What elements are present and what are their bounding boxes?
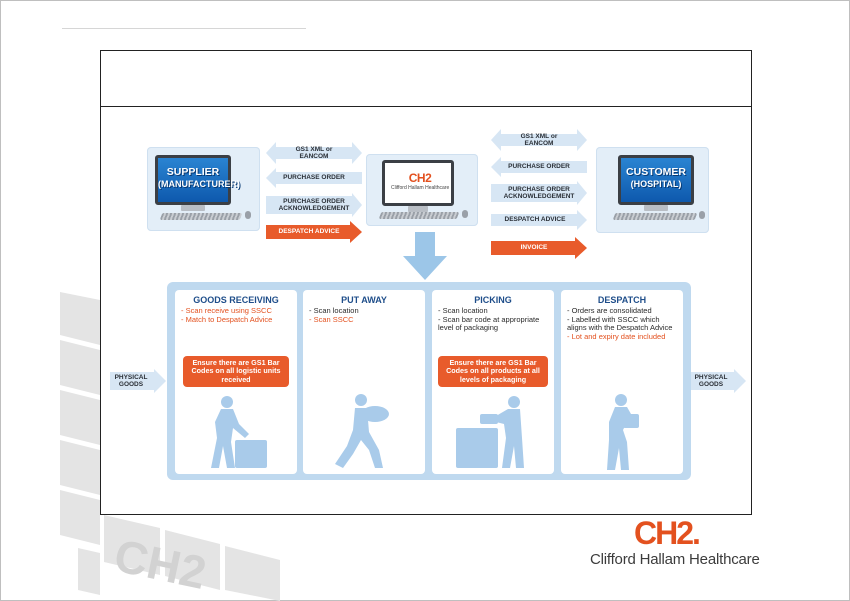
customer-monitor: CUSTOMER (HOSPITAL) [618,155,694,205]
worker-lifting-box-icon [211,396,267,468]
stage-bullet: - Match to Despatch Advice [181,314,273,324]
right-message-invoice: INVOICE [491,237,587,259]
brand-name: Clifford Hallam Healthcare [590,551,760,568]
left-message-despatch-advice: DESPATCH ADVICE [266,221,362,243]
supplier-mouse-icon [245,211,251,219]
ch2-keyboard-icon [378,212,460,219]
left-message-despatch-advice-text: DESPATCH ADVICE [278,228,340,236]
customer-keyboard-icon [612,213,698,220]
ch2-logo-mark: CH2 [408,171,432,185]
customer-stand [644,205,668,211]
left-message-gs1-text: GS1 XML or EANCOM [295,145,333,161]
stage-goods-receiving: GOODS RECEIVING - Scan receive using SSC… [175,290,297,474]
supplier-keyboard-icon [159,213,243,220]
left-message-gs1: GS1 XML or EANCOM [266,140,362,166]
stage-goods-receiving-callout: Ensure there are GS1 Bar Codes on all lo… [183,356,289,387]
stage-bullet: - Scan receive using SSCC [181,306,272,315]
left-message-purchase-order: PURCHASE ORDER [266,168,362,188]
customer-card: CUSTOMER (HOSPITAL) [596,147,709,233]
customer-mouse-icon [699,211,705,219]
top-rule [62,28,306,29]
ch2-logo-sub: Clifford Hallam Healthcare [391,185,450,191]
customer-label: CUSTOMER (HOSPITAL) [621,166,691,190]
physical-goods-in: PHYSICAL GOODS [110,369,166,393]
stage-bullet: - Scan SSCC [309,314,354,324]
stage-bullet: - Orders are consolidated [567,306,652,315]
stage-bullet: - Scan location [438,306,488,315]
down-arrow-icon [403,232,447,280]
right-message-gs1-text: GS1 XML or EANCOM [520,132,558,148]
supplier-card: SUPPLIER (MANUFACTURER) [147,147,260,231]
stage-bullet: - Scan bar code at appropriate level of … [438,314,540,333]
left-message-purchase-order-text: PURCHASE ORDER [283,174,345,182]
right-message-po-ack: PURCHASE ORDER ACKNOWLEDGEMENT [491,181,587,205]
customer-label-line1: CUSTOMER [626,166,686,178]
supplier-monitor: SUPPLIER (MANUFACTURER) [155,155,240,205]
worker-carrying-box-icon [335,394,389,468]
supplier-label-line1: SUPPLIER [166,166,220,178]
left-message-po-ack-text: PURCHASE ORDER ACKNOWLEDGEMENT [278,197,350,213]
ch2-card: CH2 Clifford Hallam Healthcare [366,154,478,226]
stage-despatch: DESPATCH - Orders are consolidated - Lab… [561,290,683,474]
right-message-despatch-advice: DESPATCH ADVICE [491,210,587,230]
stage-despatch-title: DESPATCH [597,295,647,305]
worker-picking-box-icon [456,396,524,468]
stage-picking-bullets: - Scan location - Scan bar code at appro… [438,306,550,333]
ch2-logo: CH2 Clifford Hallam Healthcare [391,171,449,191]
stage-picking-callout: Ensure there are GS1 Bar Codes on all pr… [438,356,548,387]
brand-mark: CH2. [634,515,701,551]
right-message-gs1: GS1 XML or EANCOM [491,127,587,153]
stage-bullet: - Labelled with SSCC which aligns with t… [567,314,673,333]
stage-put-away: PUT AWAY - Scan location - Scan SSCC [303,290,425,474]
stage-put-away-title: PUT AWAY [341,295,387,305]
physical-goods-out: PHYSICAL GOODS [690,369,746,393]
stage-put-away-bullets: - Scan location - Scan SSCC [309,306,421,324]
ch2-mouse-icon [462,210,468,218]
title-box [100,50,752,106]
left-message-po-ack: PURCHASE ORDER ACKNOWLEDGEMENT [266,193,362,217]
supplier-stand [181,205,205,211]
ch2-stand [408,206,428,212]
stage-bullet: - Scan location [309,306,359,315]
ch2-monitor: CH2 Clifford Hallam Healthcare [382,160,454,206]
stage-goods-receiving-title: GOODS RECEIVING [193,295,279,305]
stage-picking: PICKING - Scan location - Scan bar code … [432,290,554,474]
stage-bullet: - Lot and expiry date included [567,331,666,341]
right-message-despatch-advice-text: DESPATCH ADVICE [504,216,566,224]
right-message-purchase-order: PURCHASE ORDER [491,157,587,177]
right-message-invoice-text: INVOICE [520,244,548,252]
right-message-purchase-order-text: PURCHASE ORDER [508,163,570,171]
physical-goods-in-text: PHYSICAL GOODS [114,373,148,389]
right-message-po-ack-text: PURCHASE ORDER ACKNOWLEDGEMENT [503,185,575,201]
supplier-label-line2: (MANUFACTURER) [158,179,240,189]
worker-despatch-icon [607,394,639,470]
warehouse-process-panel: GOODS RECEIVING - Scan receive using SSC… [167,282,691,480]
stage-picking-title: PICKING [474,295,512,305]
physical-goods-out-text: PHYSICAL GOODS [694,373,728,389]
stage-despatch-bullets: - Orders are consolidated - Labelled wit… [567,306,679,341]
supplier-label: SUPPLIER (MANUFACTURER) [158,166,240,190]
stage-goods-receiving-bullets: - Scan receive using SSCC - Match to Des… [181,306,293,324]
customer-label-line2: (HOSPITAL) [630,179,682,189]
